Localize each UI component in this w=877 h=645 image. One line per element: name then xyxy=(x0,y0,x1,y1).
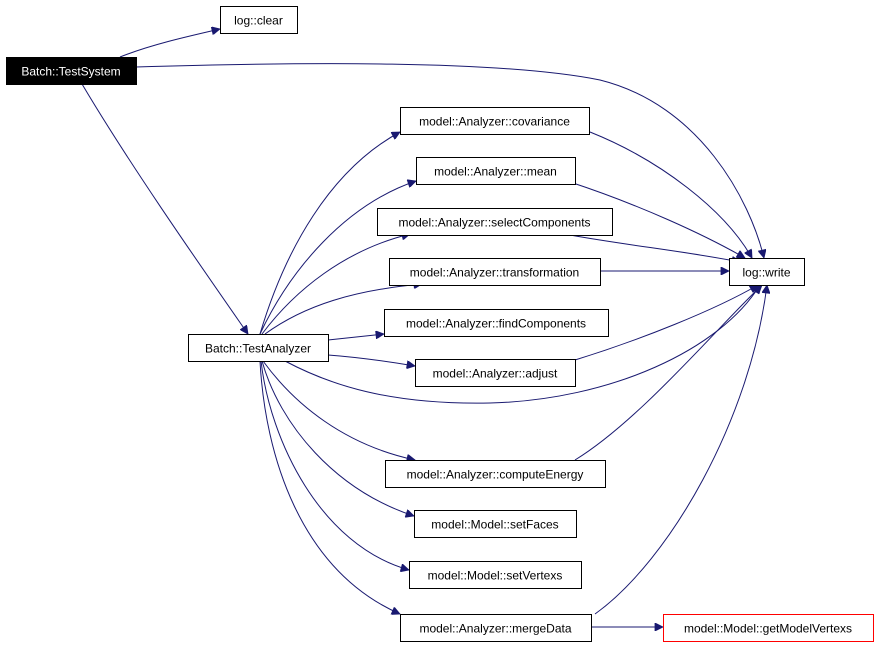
edge-testanalyzer-to-selcomp xyxy=(261,234,410,335)
node-label: model::Analyzer::selectComponents xyxy=(398,216,590,230)
edge-adjust-to-write xyxy=(574,285,758,361)
node-selcomp[interactable]: model::Analyzer::selectComponents xyxy=(377,208,613,236)
node-box xyxy=(663,614,874,642)
edge-testsystem-to-testanalyzer xyxy=(81,83,248,334)
node-testanalyzer[interactable]: Batch::TestAnalyzer xyxy=(188,334,329,362)
node-box xyxy=(377,208,613,236)
node-write[interactable]: log::write xyxy=(729,258,805,286)
edge-testanalyzer-to-transform xyxy=(264,284,422,335)
node-label: model::Analyzer::computeEnergy xyxy=(407,468,584,482)
node-label: model::Model::setVertexs xyxy=(428,569,563,583)
edge-testanalyzer-to-covariance xyxy=(259,131,400,335)
edge-mean-to-write xyxy=(569,181,745,258)
node-getmv[interactable]: model::Model::getModelVertexs xyxy=(663,614,874,642)
node-box xyxy=(389,258,601,286)
node-box xyxy=(400,107,590,135)
node-label: model::Analyzer::findComponents xyxy=(406,317,586,331)
edge-testanalyzer-to-adjust xyxy=(327,354,415,366)
edges xyxy=(81,29,767,627)
node-adjust[interactable]: model::Analyzer::adjust xyxy=(415,359,576,387)
node-label: Batch::TestAnalyzer xyxy=(205,342,311,356)
edge-testanalyzer-to-write xyxy=(284,285,760,404)
node-label: model::Analyzer::adjust xyxy=(433,367,558,381)
node-label: model::Analyzer::transformation xyxy=(410,266,579,280)
edge-covariance-to-write xyxy=(589,131,752,258)
node-box xyxy=(414,510,577,538)
node-box xyxy=(409,561,582,589)
node-findcomp[interactable]: model::Analyzer::findComponents xyxy=(384,309,609,337)
edge-mergedata-to-write xyxy=(594,285,767,615)
node-setfaces[interactable]: model::Model::setFaces xyxy=(414,510,577,538)
edge-testanalyzer-to-setfaces xyxy=(261,360,414,516)
node-box xyxy=(6,57,137,85)
node-label: model::Model::getModelVertexs xyxy=(684,622,852,636)
node-mergedata[interactable]: model::Analyzer::mergeData xyxy=(400,614,592,642)
node-label: Batch::TestSystem xyxy=(21,65,120,79)
edge-testanalyzer-to-setvertexs xyxy=(260,360,409,570)
edge-selcomp-to-write xyxy=(569,234,740,262)
node-box xyxy=(188,334,329,362)
node-mean[interactable]: model::Analyzer::mean xyxy=(416,157,576,185)
node-label: model::Model::setFaces xyxy=(431,518,558,532)
node-box xyxy=(385,460,606,488)
node-label: log::clear xyxy=(234,14,283,28)
node-testsystem[interactable]: Batch::TestSystem xyxy=(6,57,137,85)
node-label: model::Analyzer::mean xyxy=(434,165,557,179)
edge-testanalyzer-to-findcomp xyxy=(327,334,384,341)
node-energy[interactable]: model::Analyzer::computeEnergy xyxy=(385,460,606,488)
edge-energy-to-write xyxy=(574,285,762,461)
node-label: model::Analyzer::mergeData xyxy=(419,622,571,636)
node-box xyxy=(220,6,298,34)
nodes: log::clearBatch::TestSystemmodel::Analyz… xyxy=(6,6,874,642)
node-label: log::write xyxy=(742,266,790,280)
node-clear[interactable]: log::clear xyxy=(220,6,298,34)
edge-testsystem-to-write xyxy=(135,63,764,258)
node-label: model::Analyzer::covariance xyxy=(419,115,570,129)
node-box xyxy=(729,258,805,286)
edge-testsystem-to-clear xyxy=(119,29,220,58)
edge-testanalyzer-to-mergedata xyxy=(259,360,400,614)
node-box xyxy=(400,614,592,642)
node-box xyxy=(415,359,576,387)
node-transform[interactable]: model::Analyzer::transformation xyxy=(389,258,601,286)
node-box xyxy=(416,157,576,185)
edge-testanalyzer-to-energy xyxy=(262,360,415,460)
edge-testanalyzer-to-mean xyxy=(259,181,416,335)
node-box xyxy=(384,309,609,337)
node-covariance[interactable]: model::Analyzer::covariance xyxy=(400,107,590,135)
node-setvertexs[interactable]: model::Model::setVertexs xyxy=(409,561,582,589)
